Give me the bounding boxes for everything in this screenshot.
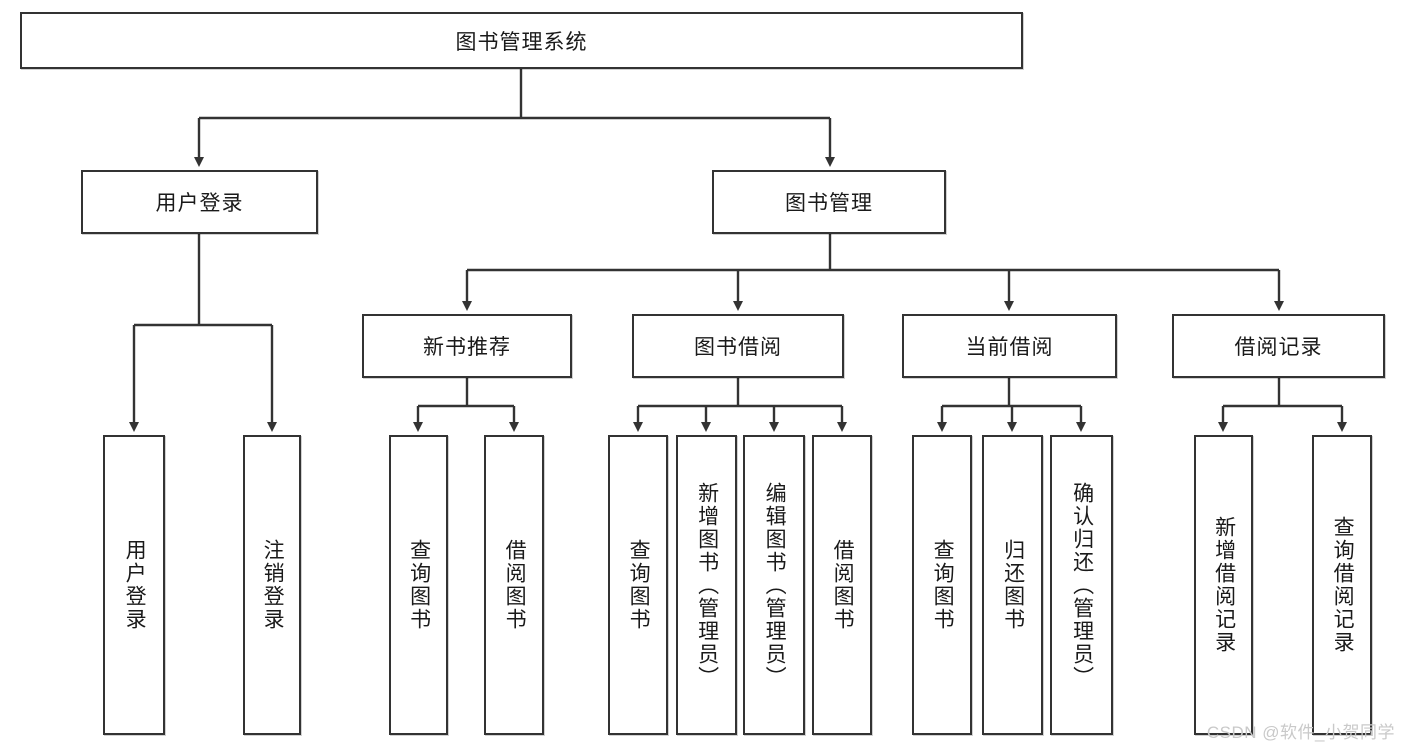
node-book-borrow-label: 图书借阅 xyxy=(694,336,782,359)
node-leaf-add-record-label: 新增借阅记录 xyxy=(1212,516,1236,654)
node-leaf-borrow-book-2[interactable]: 借阅图书 xyxy=(812,435,872,735)
node-book-manage-label: 图书管理 xyxy=(785,192,873,215)
node-leaf-user-login[interactable]: 用户登录 xyxy=(103,435,165,735)
node-borrow-record-label: 借阅记录 xyxy=(1234,336,1323,359)
node-leaf-add-book[interactable]: 新增图书（管理员） xyxy=(676,435,737,735)
node-leaf-query-book-1-label: 查询图书 xyxy=(407,539,431,631)
node-leaf-query-book-3[interactable]: 查询图书 xyxy=(912,435,972,735)
node-leaf-return-book[interactable]: 归还图书 xyxy=(982,435,1043,735)
node-leaf-edit-book-label: 编辑图书（管理员） xyxy=(763,481,787,689)
node-new-book-rec-label: 新书推荐 xyxy=(423,336,511,359)
node-leaf-confirm-return[interactable]: 确认归还（管理员） xyxy=(1050,435,1113,735)
node-leaf-edit-book[interactable]: 编辑图书（管理员） xyxy=(743,435,805,735)
node-leaf-confirm-return-label: 确认归还（管理员） xyxy=(1070,481,1094,689)
node-root[interactable]: 图书管理系统 xyxy=(20,12,1023,69)
node-leaf-query-book-2[interactable]: 查询图书 xyxy=(608,435,668,735)
node-leaf-user-logout[interactable]: 注销登录 xyxy=(243,435,301,735)
node-leaf-query-book-3-label: 查询图书 xyxy=(931,539,955,631)
node-leaf-query-record[interactable]: 查询借阅记录 xyxy=(1312,435,1372,735)
node-current-borrow[interactable]: 当前借阅 xyxy=(902,314,1117,378)
node-borrow-record[interactable]: 借阅记录 xyxy=(1172,314,1385,378)
node-current-borrow-label: 当前借阅 xyxy=(965,336,1054,359)
node-leaf-query-book-2-label: 查询图书 xyxy=(627,539,651,631)
node-book-borrow[interactable]: 图书借阅 xyxy=(632,314,844,378)
node-book-manage[interactable]: 图书管理 xyxy=(712,170,946,234)
node-leaf-add-record[interactable]: 新增借阅记录 xyxy=(1194,435,1253,735)
watermark: CSDN @软件_小贺同学 xyxy=(1206,723,1395,742)
node-leaf-borrow-book-1-label: 借阅图书 xyxy=(503,539,527,631)
node-user-login-label: 用户登录 xyxy=(155,192,244,215)
node-new-book-rec[interactable]: 新书推荐 xyxy=(362,314,572,378)
node-leaf-query-record-label: 查询借阅记录 xyxy=(1331,516,1355,654)
node-leaf-add-book-label: 新增图书（管理员） xyxy=(695,481,719,689)
node-leaf-user-login-label: 用户登录 xyxy=(123,539,147,631)
node-leaf-user-logout-label: 注销登录 xyxy=(261,539,285,631)
node-leaf-return-book-label: 归还图书 xyxy=(1001,539,1025,631)
node-leaf-borrow-book-2-label: 借阅图书 xyxy=(831,539,855,631)
node-leaf-borrow-book-1[interactable]: 借阅图书 xyxy=(484,435,544,735)
node-leaf-query-book-1[interactable]: 查询图书 xyxy=(389,435,448,735)
node-root-label: 图书管理系统 xyxy=(455,30,588,54)
node-user-login[interactable]: 用户登录 xyxy=(81,170,318,234)
